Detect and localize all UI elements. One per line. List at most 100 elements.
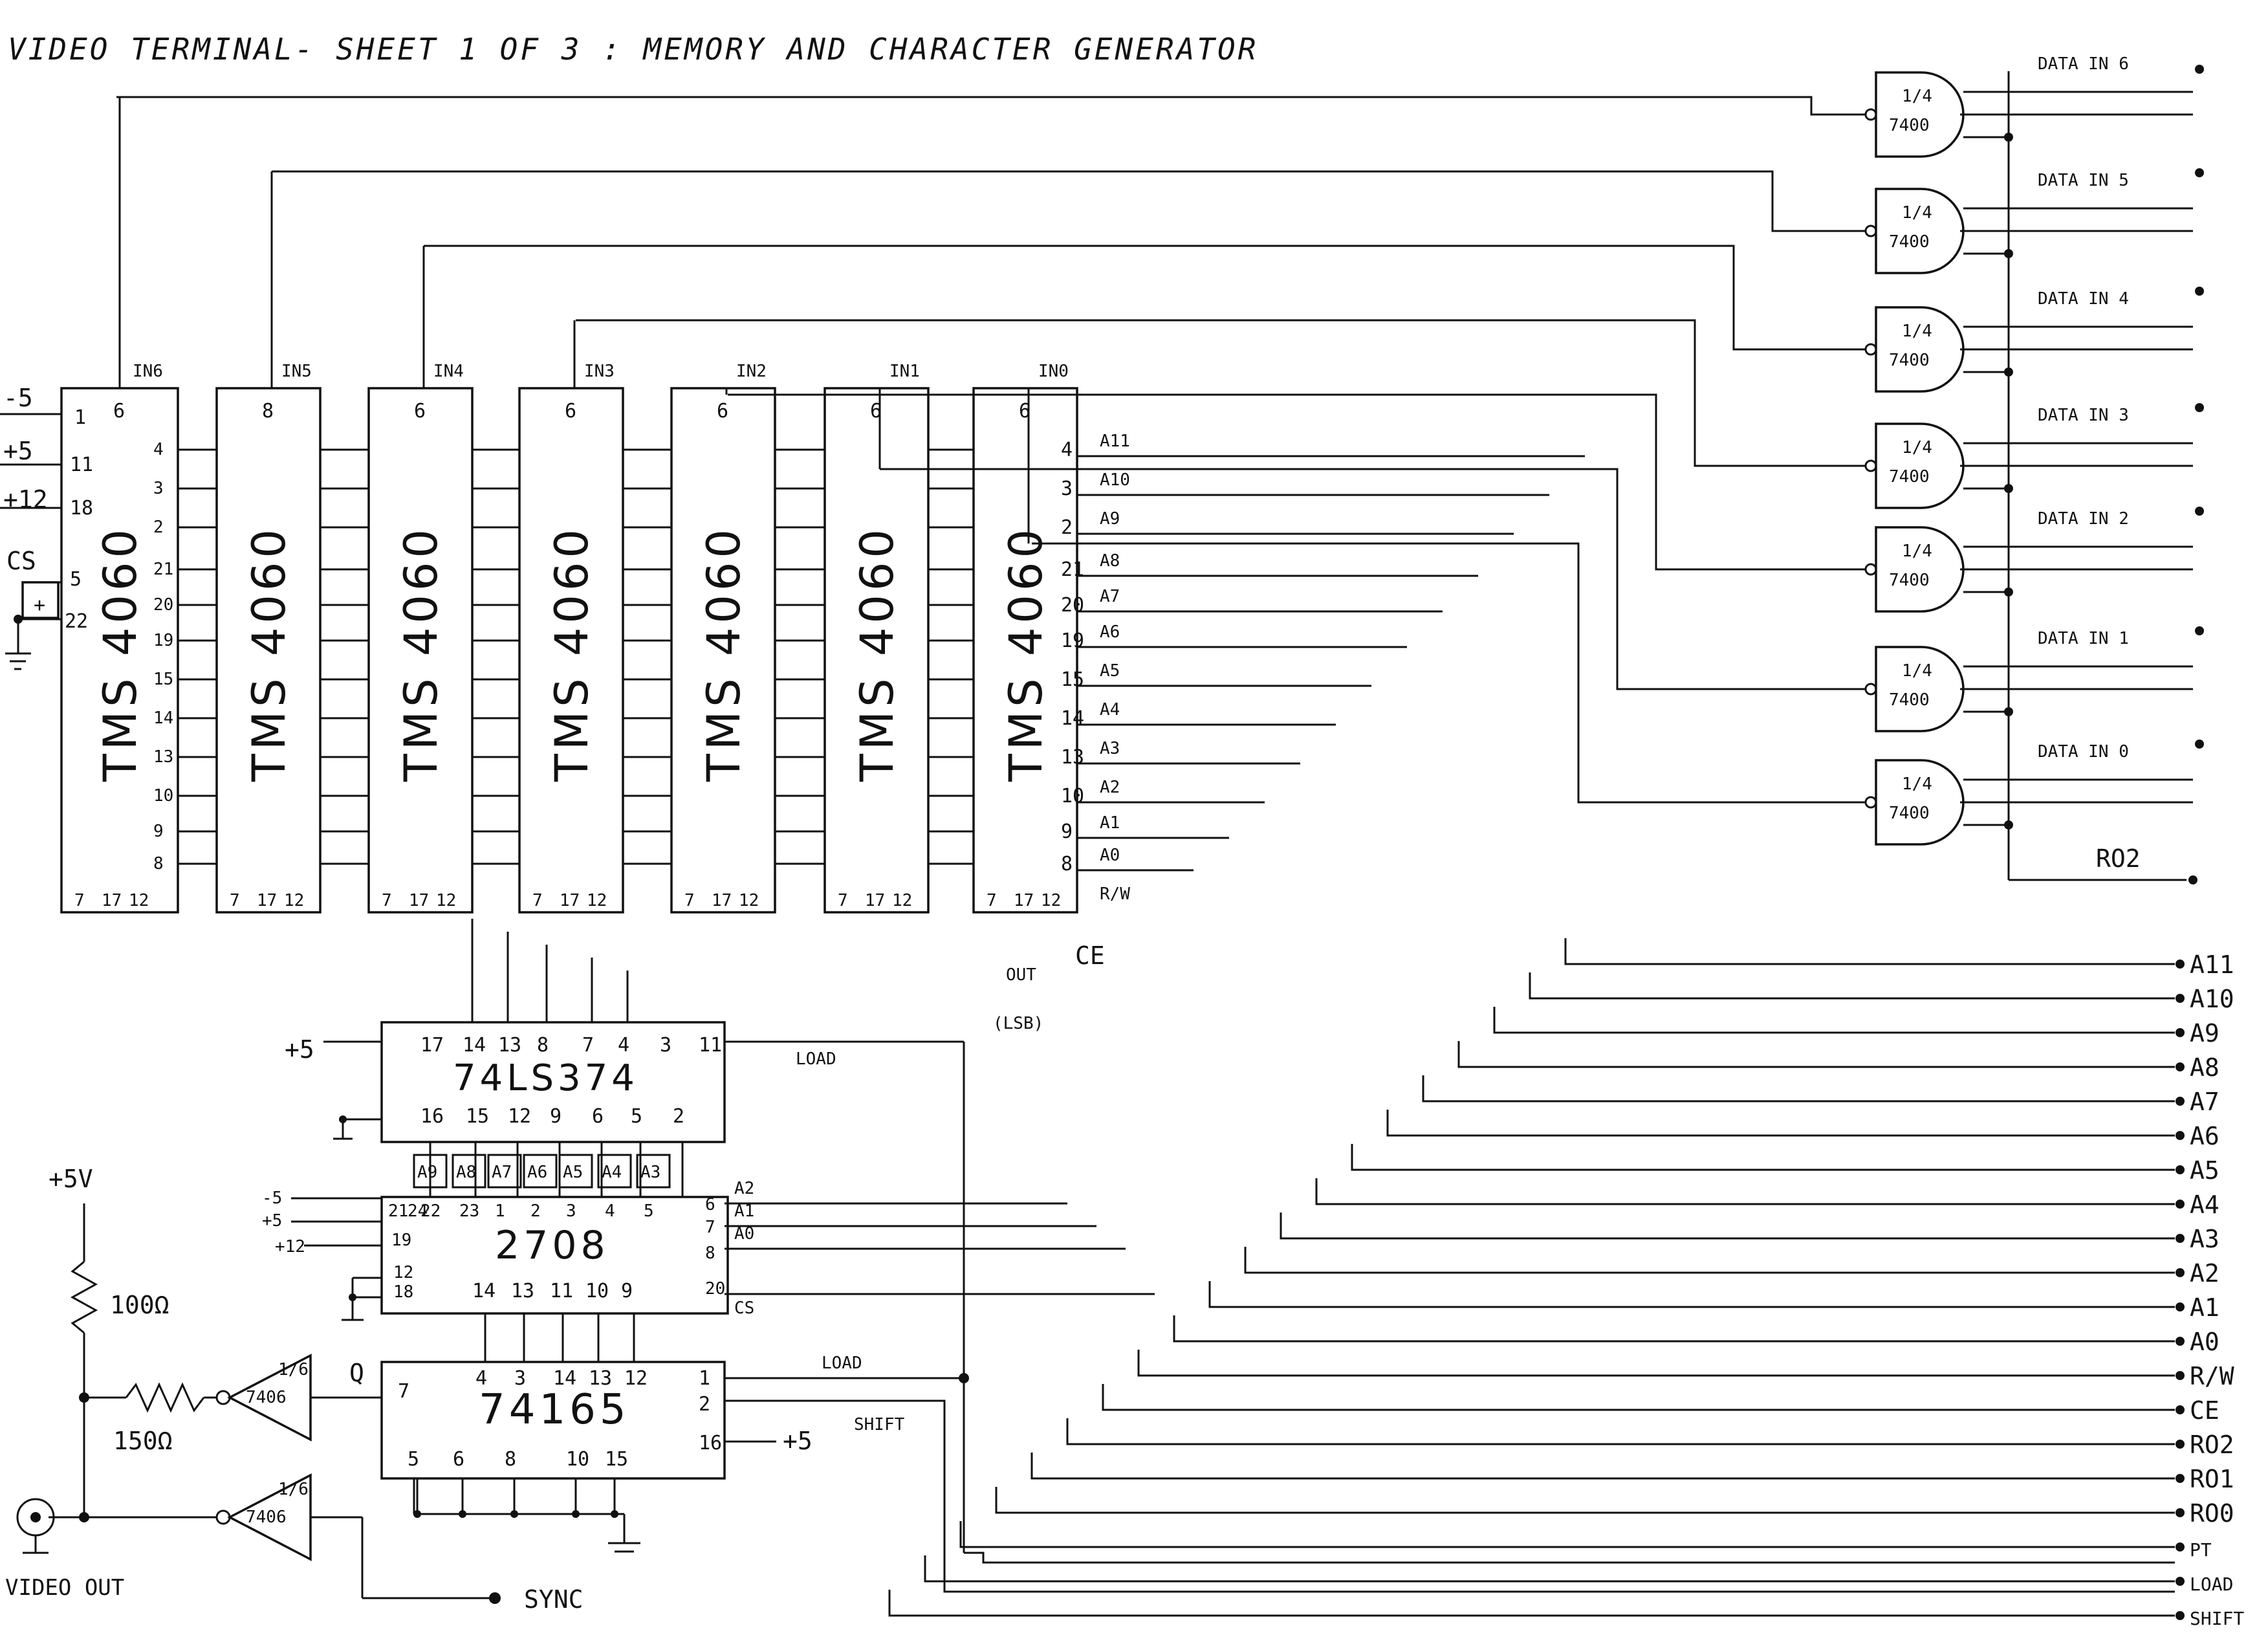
connector-dot [2175, 1542, 2185, 1552]
connector-label: SHIFT [2190, 1608, 2244, 1629]
nand-gate-icon [1875, 71, 1965, 158]
ram-chip [518, 387, 624, 914]
connector-dot [2175, 1611, 2185, 1620]
supply-label: +5 [783, 1427, 812, 1455]
video-output-stage: +5V 100Ω 150Ω 1/6 7406 1/6 7406 SYNC VID… [5, 1165, 583, 1614]
pin-number: 16 [699, 1432, 722, 1454]
pin-number: 4 [605, 1202, 615, 1221]
pin-number: 5 [644, 1202, 654, 1221]
pin-number: 20 [705, 1279, 725, 1299]
pin-number: 6 [113, 400, 125, 422]
connector-dot [2175, 1577, 2185, 1586]
rom-signal-label: CS [734, 1299, 754, 1318]
pin-number: 13 [153, 747, 173, 767]
data-in-label: DATA IN 1 [2038, 629, 2129, 648]
wire [725, 1399, 2175, 1593]
supply-label: +5 [285, 1035, 314, 1064]
label-box [636, 1154, 671, 1189]
connector-label: RO2 [2190, 1431, 2234, 1459]
wire [880, 468, 1866, 690]
wire [1102, 1384, 2175, 1411]
nand-gate-icon [1875, 188, 1965, 274]
address-label: A5 [563, 1163, 583, 1182]
junction-dot [510, 1510, 518, 1518]
pin-number: 15 [466, 1105, 489, 1128]
cs-label: CS [6, 547, 36, 575]
connector-label: R/W [2190, 1362, 2234, 1390]
pin-number: 12 [284, 891, 304, 910]
capacitor-symbol [21, 581, 60, 619]
nand-gate-icon [1875, 306, 1965, 393]
pin-number: 7 [582, 1034, 594, 1057]
pin-number: 17 [865, 891, 885, 910]
ram-chip [367, 387, 474, 914]
supply-label: +5 [3, 437, 33, 465]
pin-number: 11 [699, 1034, 722, 1057]
connector-dot [2175, 1474, 2185, 1483]
pin-number: 10 [566, 1448, 589, 1471]
pin-number: 19 [391, 1231, 411, 1250]
pin-number: 8 [705, 1244, 715, 1263]
chip-name: TMS 4060 [999, 525, 1052, 782]
wire [1137, 1350, 2175, 1377]
connector-dot [2175, 1028, 2185, 1037]
connector-label: A5 [2190, 1156, 2219, 1185]
label-box [597, 1154, 632, 1189]
input-label: IN1 [889, 362, 920, 381]
pin-number: 15 [1061, 668, 1084, 691]
junction-dot [413, 1510, 421, 1518]
label-box [523, 1154, 558, 1189]
gate-type: 7400 [1889, 116, 1930, 135]
connector-dot [2195, 626, 2204, 635]
pin-number: 6 [717, 400, 728, 422]
pin-number: 12 [129, 891, 149, 910]
pin-number: 10 [1061, 785, 1084, 807]
connector-label: A10 [2190, 985, 2234, 1013]
connector-dot [2195, 287, 2204, 296]
connector-label: RO1 [2190, 1465, 2234, 1493]
connector-label: A2 [2190, 1259, 2219, 1288]
wire [424, 245, 1866, 351]
connector-label: RO0 [2190, 1499, 2234, 1528]
chip-name: TMS 4060 [851, 525, 904, 782]
data-in-label: DATA IN 5 [2038, 171, 2129, 190]
gate-fraction: 1/4 [1902, 438, 1932, 457]
pin-number: 4 [618, 1034, 629, 1057]
pin-number: 17 [712, 891, 732, 910]
address-label: A0 [1100, 846, 1120, 865]
pin-number: 2 [699, 1393, 710, 1416]
out-label: OUT [1006, 965, 1036, 985]
connector-label: A0 [2190, 1328, 2219, 1356]
ram-chip [823, 387, 930, 914]
pin-number: 6 [565, 400, 576, 422]
pin-number: 14 [553, 1367, 576, 1390]
ram-chip [670, 387, 776, 914]
junction-dot [611, 1510, 618, 1518]
gate-type: 7400 [1889, 690, 1930, 710]
pin-number: 4 [475, 1367, 487, 1390]
pin-number: 17 [102, 891, 122, 910]
pin-number: 17 [420, 1034, 444, 1057]
inverter-bubble [1864, 563, 1877, 576]
address-label: A4 [1100, 700, 1120, 719]
chip-name: TMS 4060 [243, 525, 296, 782]
pin-number: 12 [436, 891, 456, 910]
pin-number: 12 [739, 891, 759, 910]
pin-number: 10 [585, 1280, 609, 1302]
connector-dot [2175, 994, 2185, 1003]
pin-number: 20 [1061, 594, 1084, 617]
shift-register-74165: 74165 Q LOAD SHIFT +5 [349, 1354, 905, 1553]
chip-name: 74165 [479, 1386, 630, 1434]
pin-number: 6 [592, 1105, 604, 1128]
svg-text:+: + [34, 594, 45, 617]
ce-label: CE [1075, 941, 1105, 970]
pin-number: 9 [550, 1105, 562, 1128]
pin-number: 9 [1061, 820, 1073, 843]
label-box [487, 1154, 522, 1189]
input-label: IN0 [1038, 362, 1069, 381]
pin-number: 7 [987, 891, 997, 910]
pin-number: 11 [550, 1280, 573, 1302]
pin-number: 22 [420, 1202, 441, 1221]
supply-label: +12 [3, 485, 48, 514]
